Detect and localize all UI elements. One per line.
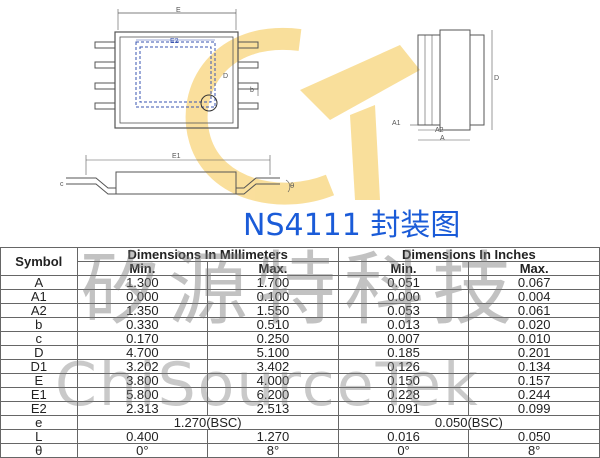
- side-view-label-e1: E1: [172, 153, 181, 160]
- cell-mm-max: 8°: [207, 443, 339, 458]
- table-header-row: Symbol Dimensions In Millimeters Dimensi…: [0, 247, 600, 276]
- header-in-max: Max.: [468, 261, 600, 276]
- cell-in-min: 0.228: [337, 387, 470, 402]
- cell-in-max: 0.020: [468, 317, 600, 332]
- cell-mm-min: 0.400: [76, 429, 209, 444]
- header-in-min: Min.: [337, 261, 470, 276]
- side-view: [66, 155, 291, 195]
- cell-in-max: 0.244: [468, 387, 600, 402]
- cell-mm-min: 0°: [76, 443, 209, 458]
- cell-in-min: 0.016: [337, 429, 470, 444]
- dimensions-table: Symbol Dimensions In Millimeters Dimensi…: [0, 247, 600, 458]
- top-view: [94, 9, 259, 129]
- cell-mm-min: 0.170: [76, 331, 209, 346]
- cell-symbol: b: [0, 317, 78, 332]
- cell-in-max: 0.134: [468, 359, 600, 374]
- cell-in-max: 0.050: [468, 429, 600, 444]
- header-symbol: Symbol: [0, 247, 78, 276]
- cell-in-max: 0.099: [468, 401, 600, 416]
- header-mm-group: Dimensions In Millimeters: [76, 247, 339, 262]
- logo-watermark: [185, 27, 420, 205]
- cell-symbol: L: [0, 429, 78, 444]
- header-in-group: Dimensions In Inches: [337, 247, 600, 262]
- table-subheader-row: Min. Max. Min. Max.: [1, 261, 600, 276]
- page-title: NS4111 封装图: [243, 208, 461, 243]
- cell-mm-max: 0.100: [207, 289, 339, 304]
- top-view-label-d: D: [223, 73, 228, 80]
- top-view-label-e2: E2: [170, 38, 179, 45]
- end-view-label-a1: A1: [392, 120, 401, 127]
- cell-symbol: c: [0, 331, 78, 346]
- cell-in-min: 0.007: [337, 331, 470, 346]
- cell-symbol: A2: [0, 303, 78, 318]
- side-view-label-theta: θ: [290, 182, 294, 190]
- top-view-label-b: b: [250, 87, 254, 94]
- end-view-label-a: A: [440, 135, 445, 142]
- watermark-english: ChiSourceTek: [55, 350, 480, 420]
- cell-in-min: 0°: [337, 443, 470, 458]
- cell-in-max: 0.004: [468, 289, 600, 304]
- cell-symbol: A1: [0, 289, 78, 304]
- cell-symbol: θ: [0, 443, 78, 458]
- cell-in-max: 8°: [468, 443, 600, 458]
- cell-in-min: 0.185: [337, 345, 470, 360]
- top-view-label-e: E: [176, 7, 181, 14]
- cell-mm-max: 1.270: [207, 429, 339, 444]
- end-view-label-a2: A2: [435, 127, 444, 134]
- cell-mm-min: 1.350: [76, 303, 209, 318]
- cell-symbol: A: [0, 275, 78, 290]
- cell-in-min: 0.091: [337, 401, 470, 416]
- cell-symbol: E1: [0, 387, 78, 402]
- cell-in-bsc: 0.050(BSC): [337, 415, 600, 430]
- cell-in-max: 0.157: [468, 373, 600, 388]
- watermark-chinese: 矽源特科技: [80, 243, 520, 336]
- side-view-label-c: c: [60, 181, 64, 188]
- cell-mm-bsc: 1.270(BSC): [76, 415, 339, 430]
- cell-in-max: 0.010: [468, 331, 600, 346]
- cell-in-max: 0.201: [468, 345, 600, 360]
- end-view-label-d: D: [494, 75, 499, 82]
- end-view: [410, 29, 493, 141]
- package-drawing: E E2 b D A1 A2 A D E1 c θ: [60, 7, 499, 205]
